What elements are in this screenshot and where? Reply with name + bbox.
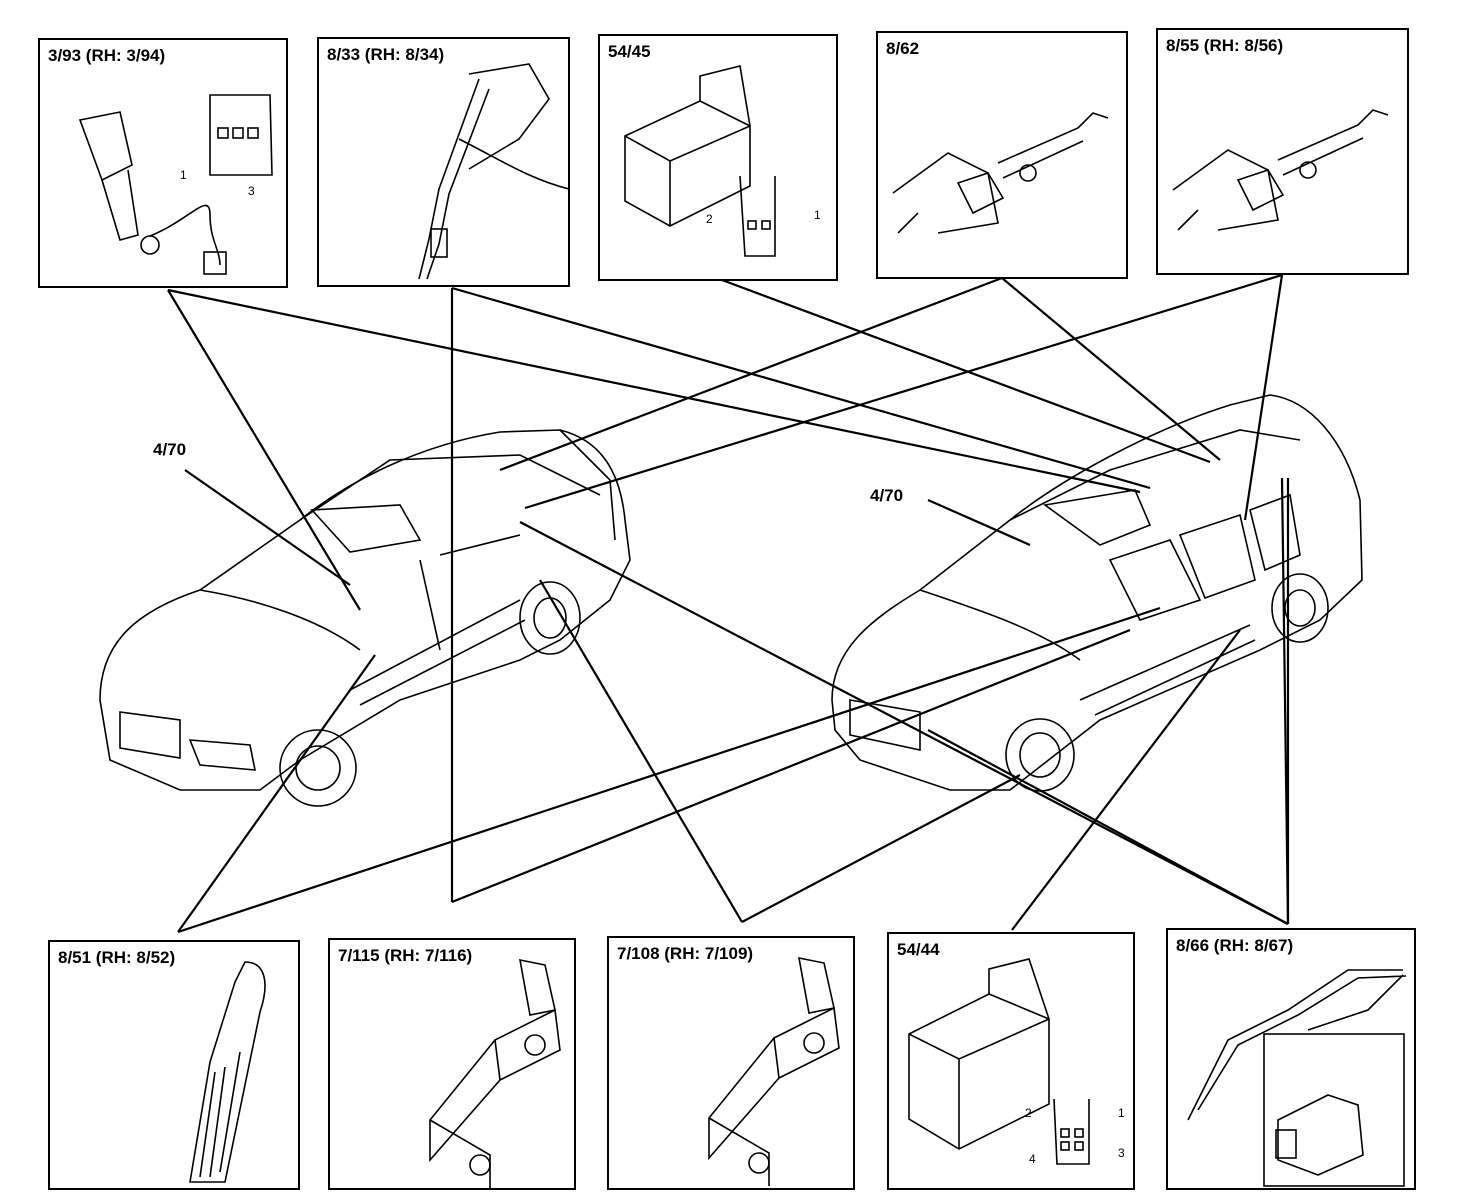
wagon-car-illustration — [831, 394, 1363, 792]
component-title: 8/66 (RH: 8/67) — [1176, 936, 1294, 955]
sensor-icon — [1172, 109, 1389, 231]
leader-lines — [167, 273, 1290, 934]
component-box-8-51: 8/51 (RH: 8/52) — [48, 940, 300, 1190]
sedan-car-illustration — [99, 429, 631, 807]
sensor-icon — [892, 112, 1109, 234]
crash-sensor-icon — [429, 958, 561, 1188]
component-title: 8/51 (RH: 8/52) — [58, 948, 176, 967]
component-box-54-44: 54/44 2 1 4 3 — [887, 932, 1135, 1190]
component-title: 8/33 (RH: 8/34) — [327, 45, 445, 64]
component-box-3-93: 3/93 (RH: 3/94) 1 3 — [38, 38, 288, 288]
component-box-8-55: 8/55 (RH: 8/56) — [1156, 28, 1409, 275]
pin-label: 3 — [1118, 1146, 1125, 1160]
component-title: 3/93 (RH: 3/94) — [48, 46, 166, 65]
connector-icon — [624, 65, 776, 257]
component-title: 7/115 (RH: 7/116) — [338, 946, 473, 965]
component-title: 8/55 (RH: 8/56) — [1166, 36, 1284, 55]
side-airbag-icon — [189, 961, 266, 1183]
seatbelt-buckle-icon — [78, 94, 273, 275]
pin-label: 1 — [1118, 1106, 1125, 1120]
pin-label: 3 — [248, 184, 255, 198]
component-box-8-62: 8/62 — [876, 31, 1128, 279]
pin-label: 4 — [1029, 1152, 1036, 1166]
component-title: 54/45 — [608, 42, 651, 61]
pin-label: 1 — [814, 208, 821, 222]
pin-label: 1 — [180, 168, 187, 182]
seatbelt-tensioner-icon — [418, 63, 570, 280]
component-title: 8/62 — [886, 39, 920, 58]
component-box-7-108: 7/108 (RH: 7/109) — [607, 936, 855, 1190]
pin-label: 2 — [706, 212, 713, 226]
wagon-callout-label: 4/70 — [870, 486, 904, 505]
curtain-airbag-icon — [1187, 969, 1407, 1187]
component-box-8-66: 8/66 (RH: 8/67) — [1166, 928, 1416, 1190]
component-title: 54/44 — [897, 940, 940, 959]
component-box-7-115: 7/115 (RH: 7/116) — [328, 938, 576, 1190]
component-box-8-33: 8/33 (RH: 8/34) — [317, 37, 570, 287]
connector-icon — [908, 958, 1090, 1165]
crash-sensor-icon — [708, 956, 840, 1186]
component-box-54-45: 54/45 2 1 — [598, 34, 838, 281]
sedan-callout-label: 4/70 — [153, 440, 187, 459]
component-title: 7/108 (RH: 7/109) — [617, 944, 754, 963]
pin-label: 2 — [1025, 1106, 1032, 1120]
